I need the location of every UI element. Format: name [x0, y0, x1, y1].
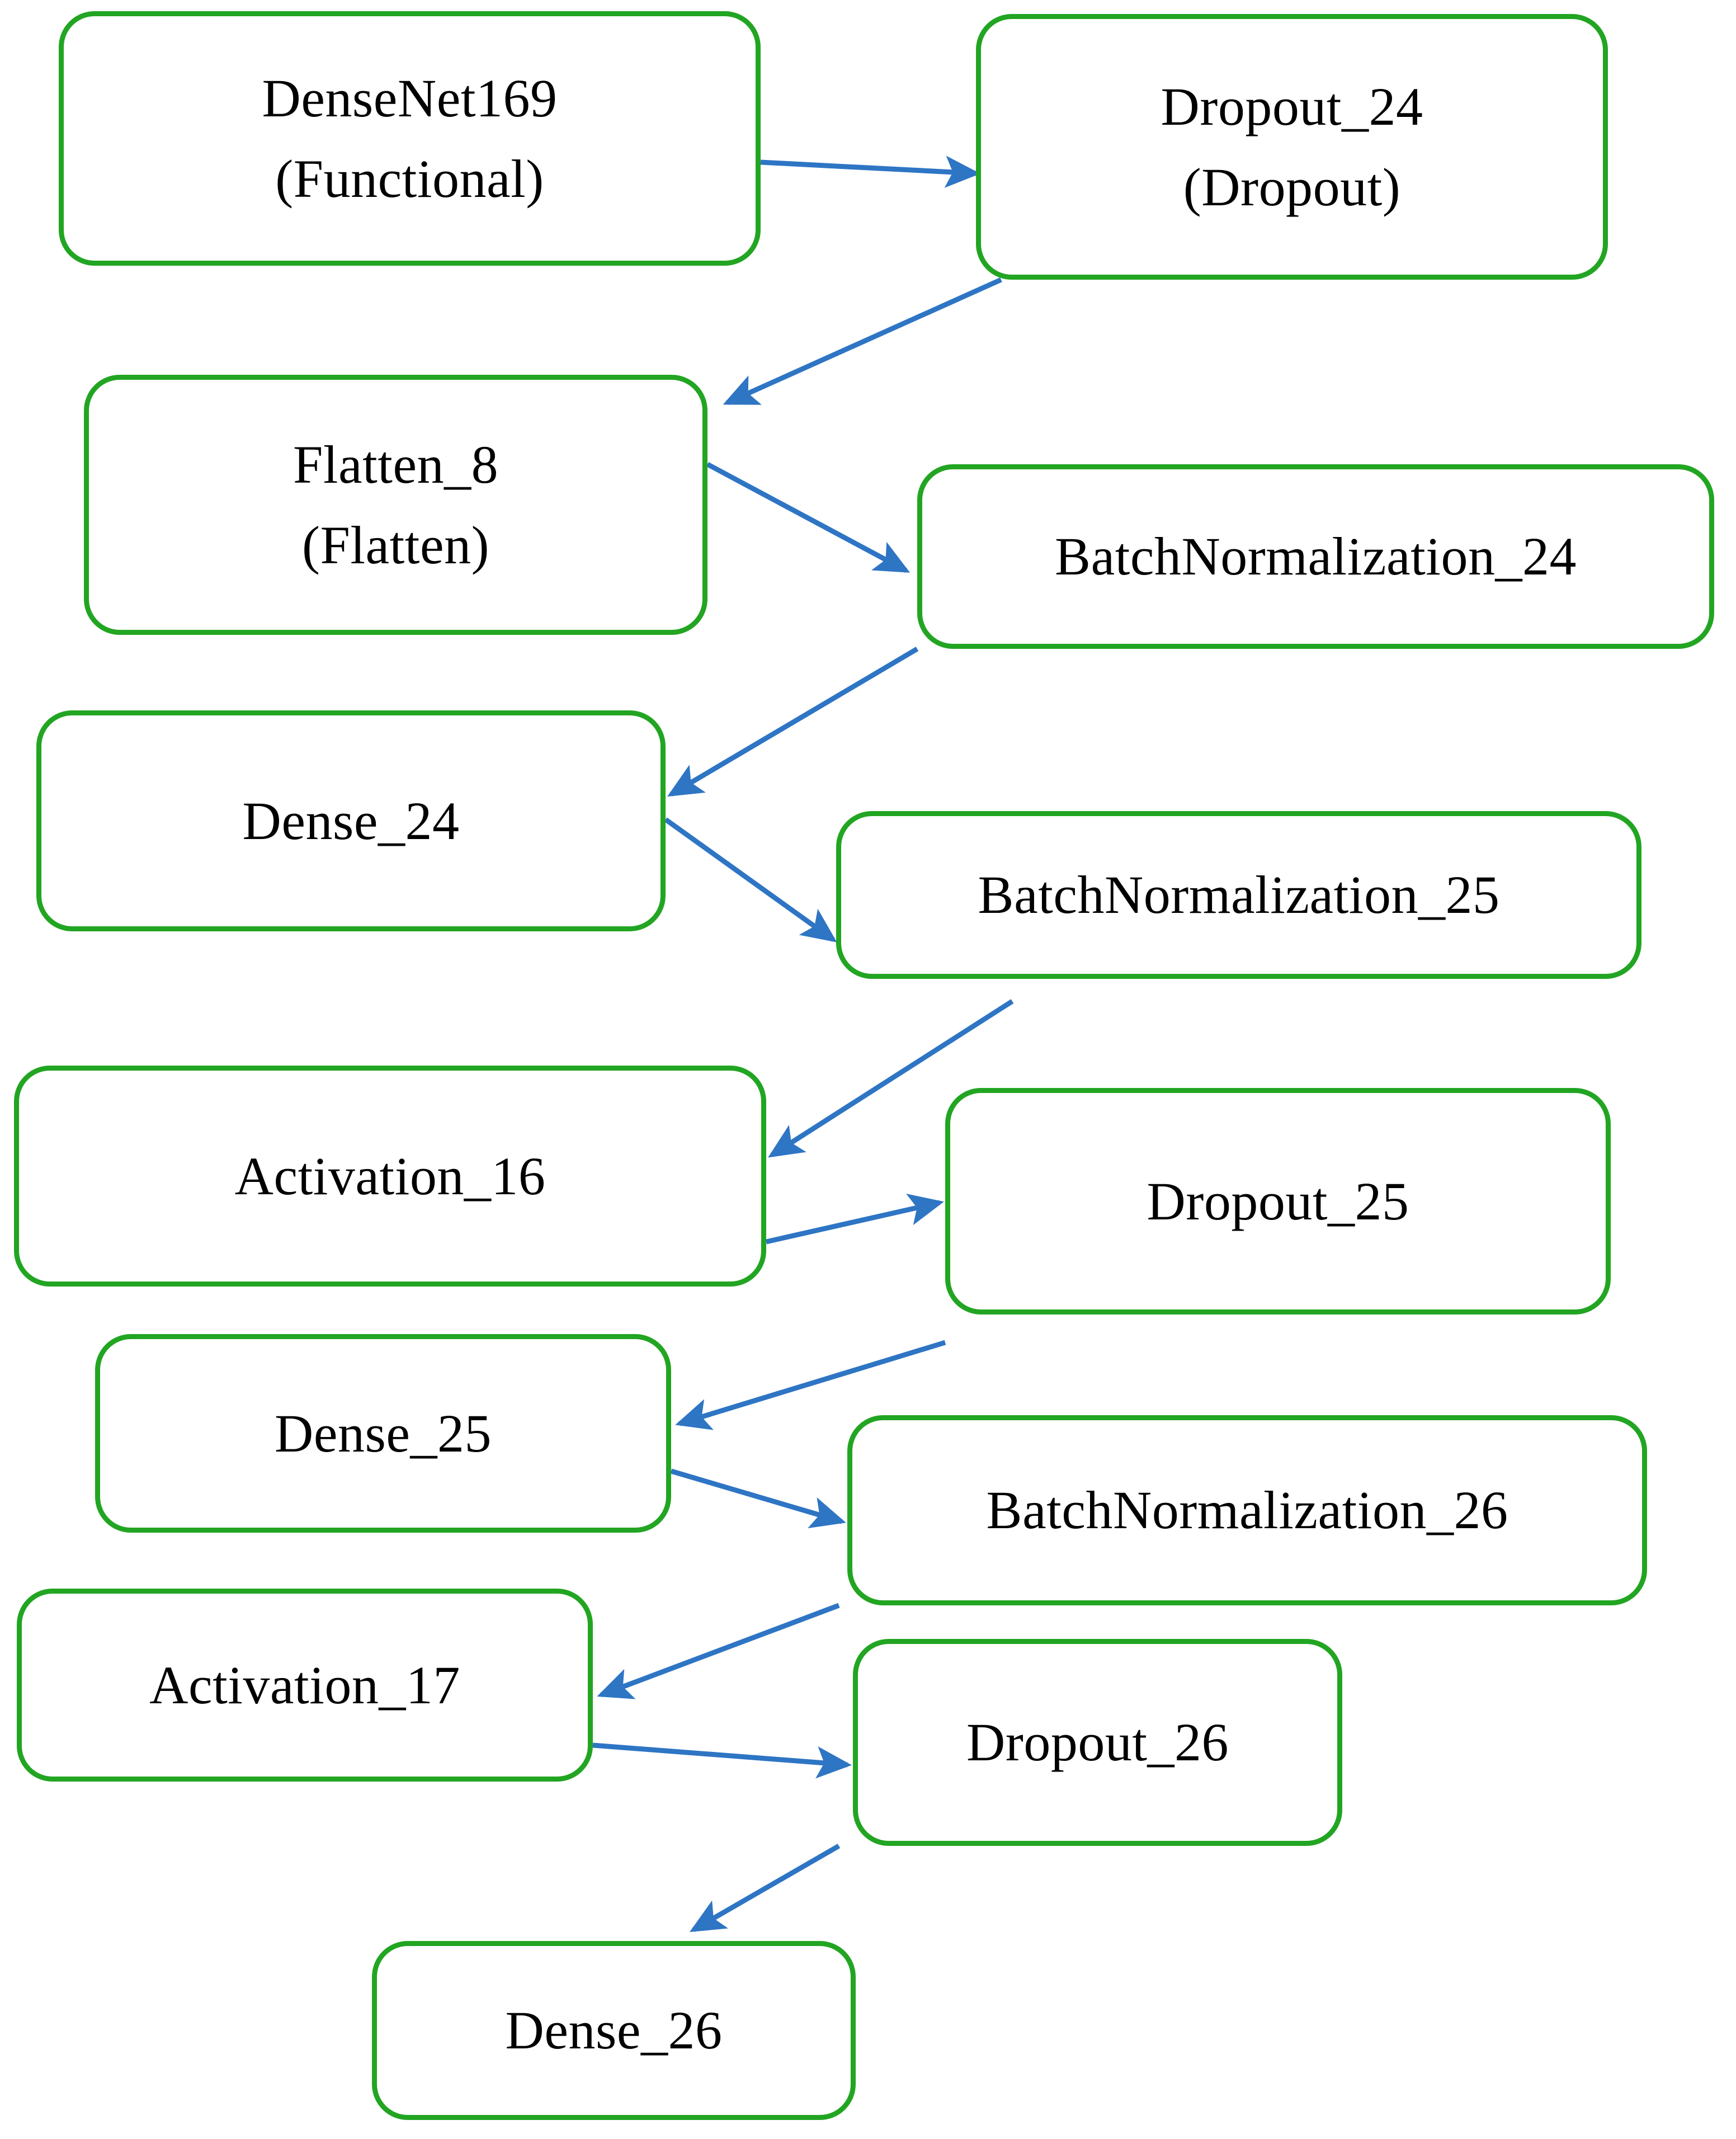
edge-dropout_24-to-flatten_8	[723, 277, 1002, 406]
node-dense_25[interactable]: Dense_25	[95, 1334, 671, 1533]
node-label-activation_17: Activation_17	[149, 1655, 460, 1715]
node-batchnormalization_24[interactable]: BatchNormalization_24	[917, 464, 1714, 649]
node-activation_17[interactable]: Activation_17	[17, 1589, 593, 1782]
node-batchnormalization_25[interactable]: BatchNormalization_25	[836, 811, 1641, 979]
node-label-batchnormalization_26: BatchNormalization_26	[986, 1480, 1508, 1540]
edge-densenet169-to-dropout_24	[760, 156, 981, 188]
node-label-dropout_24: Dropout_24 (Dropout)	[1161, 76, 1423, 217]
edge-batchnormalization_26-to-activation_17	[597, 1603, 840, 1699]
node-label-flatten_8: Flatten_8 (Flatten)	[293, 434, 499, 575]
edge-batchnormalization_24-to-dense_24	[667, 647, 919, 797]
node-densenet169[interactable]: DenseNet169 (Functional)	[59, 11, 761, 266]
node-label-batchnormalization_24: BatchNormalization_24	[1055, 526, 1577, 587]
node-flatten_8[interactable]: Flatten_8 (Flatten)	[84, 375, 707, 635]
node-label-dropout_25: Dropout_25	[1147, 1171, 1409, 1231]
edge-dense_25-to-batchnormalization_26	[670, 1468, 846, 1529]
edge-dense_24-to-batchnormalization_25	[664, 817, 837, 943]
node-dropout_24[interactable]: Dropout_24 (Dropout)	[976, 14, 1608, 280]
edge-activation_17-to-dropout_26	[592, 1742, 852, 1779]
edge-dropout_26-to-dense_26	[689, 1844, 841, 1933]
edge-dropout_25-to-dense_25	[675, 1340, 946, 1430]
node-dropout_25[interactable]: Dropout_25	[945, 1088, 1611, 1315]
edge-flatten_8-to-batchnormalization_24	[706, 462, 911, 573]
node-label-dense_24: Dense_24	[242, 790, 460, 851]
edge-activation_16-to-dropout_25	[766, 1193, 944, 1245]
node-label-dense_25: Dense_25	[275, 1403, 492, 1463]
node-dense_26[interactable]: Dense_26	[372, 1941, 856, 2120]
node-activation_16[interactable]: Activation_16	[14, 1066, 766, 1287]
node-dropout_26[interactable]: Dropout_26	[853, 1639, 1342, 1846]
node-label-activation_16: Activation_16	[234, 1146, 546, 1206]
node-label-dense_26: Dense_26	[505, 2000, 723, 2061]
node-label-batchnormalization_25: BatchNormalization_25	[978, 865, 1500, 925]
node-label-densenet169: DenseNet169 (Functional)	[262, 68, 558, 209]
node-label-dropout_26: Dropout_26	[966, 1712, 1229, 1773]
node-batchnormalization_26[interactable]: BatchNormalization_26	[847, 1415, 1647, 1605]
node-dense_24[interactable]: Dense_24	[36, 710, 666, 931]
